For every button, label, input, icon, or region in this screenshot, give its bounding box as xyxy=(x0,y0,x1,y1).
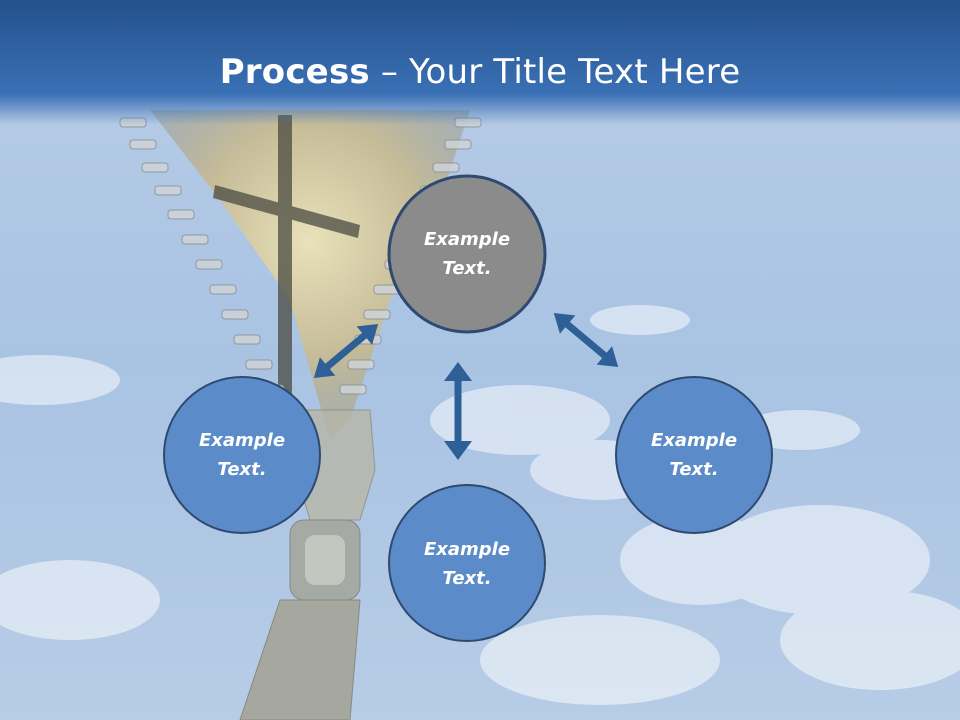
node-right-line2: Text. xyxy=(669,459,719,480)
slide-title: Process – Your Title Text Here xyxy=(0,52,960,92)
node-left-circle xyxy=(163,376,321,534)
node-bottom-line1: Example xyxy=(423,539,511,560)
node-right-text: Example Text. xyxy=(616,426,772,484)
node-left-line2: Text. xyxy=(217,459,267,480)
node-right-circle xyxy=(615,376,773,534)
node-left-text: Example Text. xyxy=(164,426,320,484)
node-bottom-text: Example Text. xyxy=(389,535,545,593)
arrow-vertical xyxy=(444,362,472,460)
node-right-line1: Example xyxy=(650,430,738,451)
arrow-top-left xyxy=(313,324,379,378)
node-top-line2: Text. xyxy=(442,258,492,279)
node-top-circle xyxy=(387,174,547,334)
title-rest: – Your Title Text Here xyxy=(369,52,741,92)
node-bottom-circle xyxy=(388,484,546,642)
node-top-line1: Example xyxy=(423,229,511,250)
node-bottom-line2: Text. xyxy=(442,568,492,589)
arrow-top-right xyxy=(553,313,619,367)
node-top-text: Example Text. xyxy=(389,225,545,283)
node-left-line1: Example xyxy=(198,430,286,451)
title-bold: Process xyxy=(219,52,370,92)
diagram-arrows xyxy=(313,313,619,460)
diagram-nodes xyxy=(163,174,773,642)
